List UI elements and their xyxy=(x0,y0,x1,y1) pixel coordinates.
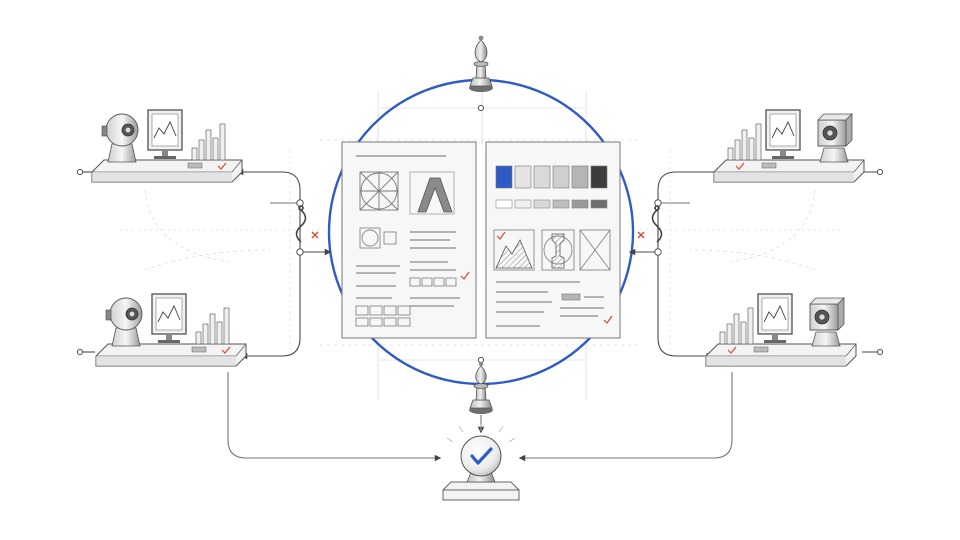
robot-camera-icon xyxy=(105,297,143,347)
tone-bar xyxy=(495,199,608,209)
monitor-chart-icon xyxy=(765,109,801,159)
check-mark-icon xyxy=(727,346,737,354)
workstations xyxy=(91,109,865,367)
x-mark-icon xyxy=(311,231,319,239)
verification-node xyxy=(442,424,520,501)
tone-step xyxy=(590,199,608,209)
check-mark-icon xyxy=(496,231,613,324)
workstation-top-right xyxy=(713,109,865,183)
color-palette xyxy=(495,165,608,189)
tone-step xyxy=(514,199,532,209)
workstation-bottom-left xyxy=(95,293,247,367)
monitor-chart-icon xyxy=(151,293,187,343)
monitor-chart-icon xyxy=(757,293,793,343)
tone-step xyxy=(533,199,551,209)
x-mark-icon xyxy=(637,231,645,239)
palette-swatch xyxy=(590,165,608,189)
palette-swatch xyxy=(533,165,551,189)
check-mark-icon xyxy=(217,162,227,170)
hook-icon xyxy=(651,205,663,243)
check-mark-icon xyxy=(735,162,745,170)
tone-step xyxy=(552,199,570,209)
connector-nodes xyxy=(76,104,884,364)
hook-icon xyxy=(295,205,307,243)
document-page-left xyxy=(341,141,477,339)
document-page-right xyxy=(485,141,621,339)
connectors xyxy=(80,168,880,462)
bar-chart-sketch xyxy=(191,123,226,161)
mountain-sketch xyxy=(495,239,533,269)
chess-bishop-icon xyxy=(469,35,493,92)
monitor-chart-icon xyxy=(147,109,183,159)
bar-chart-sketch xyxy=(727,123,762,161)
check-mark-icon xyxy=(460,271,470,280)
workstation-bottom-right xyxy=(705,293,857,367)
robot-camera-icon xyxy=(101,113,139,163)
palette-swatch xyxy=(495,165,513,189)
palette-swatch xyxy=(552,165,570,189)
chess-rook-sketch xyxy=(551,233,565,269)
palette-swatch xyxy=(571,165,589,189)
checkmark-icon xyxy=(470,447,493,465)
check-mark-icon xyxy=(221,346,231,354)
cube-camera-icon xyxy=(817,113,853,163)
tone-step xyxy=(495,199,513,209)
chess-bishop-icon xyxy=(469,361,493,414)
logo-a-glyph xyxy=(417,177,453,213)
palette-swatch xyxy=(514,165,532,189)
tone-step xyxy=(571,199,589,209)
bar-chart-sketch xyxy=(719,307,754,345)
bar-chart-sketch xyxy=(195,307,230,345)
cube-camera-icon xyxy=(809,297,845,347)
workstation-top-left xyxy=(91,109,243,183)
